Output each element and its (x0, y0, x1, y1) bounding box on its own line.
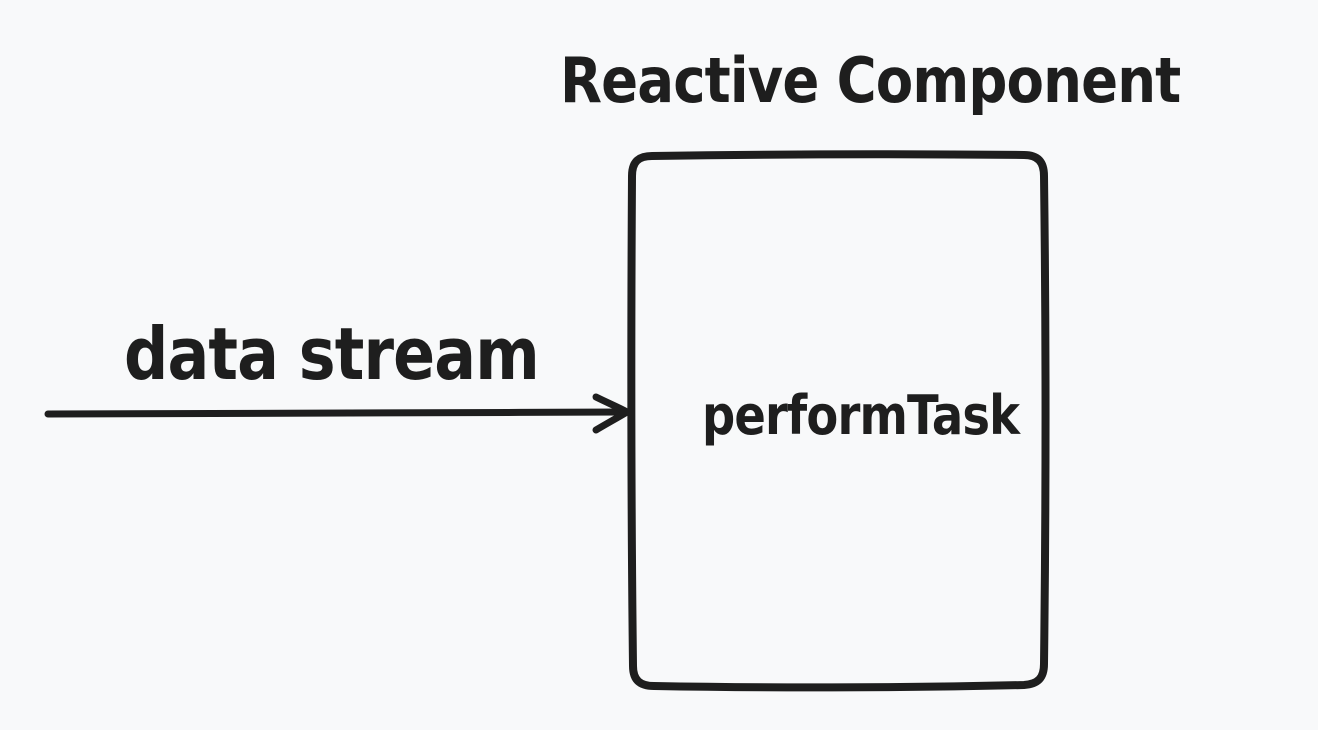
perform-task-label: performTask (702, 384, 1020, 447)
reactive-component-box (627, 150, 1050, 692)
diagram-title: Reactive Component (560, 44, 1181, 117)
data-stream-arrow (44, 408, 630, 418)
arrow-head (592, 393, 631, 434)
data-stream-label: data stream (124, 312, 540, 396)
